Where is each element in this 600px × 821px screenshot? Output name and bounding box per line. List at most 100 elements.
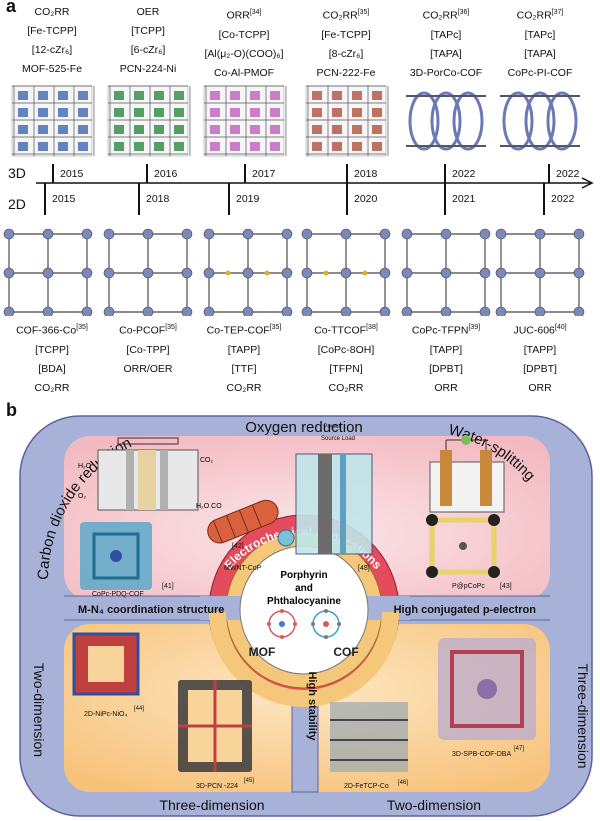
label-3d: 3D bbox=[8, 165, 26, 181]
bottom-label-5: CoPc-TFPN[39][TAPP][DPBT]ORR bbox=[398, 318, 494, 398]
label-two-dimension-left: Two-dimension bbox=[31, 663, 47, 757]
bottom-label-line: [DPBT] bbox=[523, 362, 557, 375]
mof-structure-2 bbox=[107, 85, 191, 157]
top-label-line: [6-cZr₆] bbox=[130, 44, 166, 56]
label-ref48: [48] bbox=[358, 565, 370, 572]
bottom-label-1: COF-366-Co[35][TCPP][BDA]CO₂RR bbox=[4, 318, 100, 398]
bottom-label-line: [TAPP] bbox=[429, 343, 463, 356]
reference-marker: [35] bbox=[165, 324, 177, 331]
top-label-line: [Fe-TCPP] bbox=[27, 25, 77, 37]
bottom-label-line: ORR bbox=[528, 381, 552, 394]
top-label-line: [TAPc] bbox=[524, 28, 556, 41]
top-label-line: 3D-PorCo-COF bbox=[409, 66, 483, 79]
label-porphyrin: Porphyrin bbox=[280, 570, 327, 581]
top-label-3: ORR[34][Co-TCPP][Al(μ₂-O)(COO)₆]Co-Al-PM… bbox=[196, 3, 292, 83]
bottom-label-line: [Co-TPP] bbox=[126, 343, 170, 356]
label-p-pcopc: P@pCoPc bbox=[452, 583, 485, 590]
label-o2: O₂ bbox=[78, 493, 86, 500]
spb-cof-dba-structure bbox=[438, 638, 536, 740]
top-label-line: [12-cZr₆] bbox=[31, 44, 73, 56]
label-three-dimension-right: Three-dimension bbox=[575, 663, 591, 768]
mof-structure-3 bbox=[203, 85, 287, 157]
top-label-line: PCN-224-Ni bbox=[119, 63, 177, 75]
year-2d: 2015 bbox=[52, 193, 76, 205]
timeline-tick-3d bbox=[146, 164, 148, 183]
top-row-structures bbox=[11, 85, 580, 157]
year-2d: 2018 bbox=[146, 193, 170, 205]
bottom-label-6: JUC-606[40][TAPP][DPBT]ORR bbox=[492, 318, 588, 398]
fetcp-co-structure bbox=[330, 702, 408, 772]
reference-marker: [34] bbox=[249, 9, 262, 16]
fuel-cell-illustration bbox=[277, 453, 373, 555]
label-mof: MOF bbox=[249, 645, 276, 659]
cof-structure-3 bbox=[203, 228, 293, 316]
top-label-4: CO₂RR[35][Fe-TCPP][8-cZr₆]PCN-222-Fe bbox=[298, 3, 394, 83]
bottom-label-line: [DPBT] bbox=[429, 362, 463, 375]
label-ref43: [43] bbox=[500, 583, 512, 590]
top-label-line: [8-cZr₆] bbox=[328, 47, 364, 60]
reference-marker: [37] bbox=[551, 9, 564, 16]
mof-structure-5 bbox=[406, 91, 486, 151]
label-copc-pdq-cof: CoPc-PDQ-COF bbox=[92, 591, 144, 598]
year-2d: 2020 bbox=[354, 193, 378, 205]
label-ref47: [47] bbox=[514, 746, 524, 752]
label-high-stability: High stability bbox=[306, 671, 318, 741]
label-h2o: H₂O bbox=[78, 463, 92, 470]
label-ref42: [42] bbox=[232, 543, 244, 550]
copc-pdq-cof-structure bbox=[80, 522, 152, 590]
bottom-row-structures bbox=[3, 228, 585, 316]
porphyrin-molecule-icon bbox=[267, 609, 297, 639]
year-3d: 2022 bbox=[452, 168, 476, 180]
top-label-line: CO₂RR bbox=[34, 6, 70, 18]
year-3d: 2018 bbox=[354, 168, 378, 180]
bottom-label-line: [TAPP] bbox=[523, 343, 557, 356]
label-three-dimension-bottom: Three-dimension bbox=[159, 797, 264, 813]
bottom-label-line: COF-366-Co[35] bbox=[16, 324, 88, 337]
pcn-224-structure bbox=[178, 680, 252, 772]
mof-structure-4 bbox=[305, 85, 389, 157]
year-3d: 2017 bbox=[252, 168, 276, 180]
label-mwnt-cop: MWNT-CoP bbox=[224, 565, 262, 572]
label-mn4: M-N₄ coordination structure bbox=[78, 604, 224, 616]
label-ref45: [45] bbox=[244, 778, 254, 784]
year-2d: 2019 bbox=[236, 193, 260, 205]
label-power: Power bbox=[323, 424, 340, 430]
year-3d: 2016 bbox=[154, 168, 178, 180]
top-label-line: [Fe-TCPP] bbox=[321, 28, 371, 41]
top-label-line: CO₂RR[37] bbox=[516, 9, 564, 22]
bottom-label-line: [CoPc-8OH] bbox=[317, 343, 375, 356]
electrolyzer-illustration: H₂O CO₂ O₂ H₂O CO bbox=[78, 437, 222, 511]
timeline-tick-3d bbox=[444, 164, 446, 183]
reference-marker: [39] bbox=[468, 324, 481, 331]
label-ref46: [46] bbox=[398, 780, 408, 786]
bottom-label-line: CO₂RR bbox=[34, 381, 70, 394]
cof-structure-1 bbox=[3, 228, 93, 316]
mof-structure-1 bbox=[11, 85, 95, 157]
reference-marker: [35] bbox=[269, 324, 282, 331]
label-and: and bbox=[295, 583, 313, 594]
top-label-6: CO₂RR[37][TAPc][TAPA]CoPc-PI-COF bbox=[492, 3, 588, 83]
timeline-tick-2d bbox=[138, 183, 140, 215]
label-ref44: [44] bbox=[134, 706, 144, 712]
bottom-label-line: ORR/OER bbox=[123, 362, 173, 375]
year-3d: 2022 bbox=[556, 168, 580, 180]
panel-b-diagram: Carbon dioxide reduction Oxygen reductio… bbox=[19, 415, 593, 817]
reference-marker: [35] bbox=[76, 324, 88, 331]
bottom-label-line: [TCPP] bbox=[35, 343, 69, 356]
label-cof: COF bbox=[333, 645, 358, 659]
panel-a-letter: a bbox=[6, 0, 17, 16]
top-label-line: [TAPA] bbox=[524, 47, 556, 60]
bottom-label-3: Co-TEP-COF[35][TAPP][TTF]CO₂RR bbox=[196, 318, 292, 398]
bottom-label-line: [TAPP] bbox=[227, 343, 261, 356]
label-source-load: Source Load bbox=[321, 436, 355, 442]
nipc-nio4-structure bbox=[72, 632, 140, 696]
top-label-line: [TCPP] bbox=[131, 25, 165, 37]
bottom-label-line: Co-TTCOF[38] bbox=[314, 324, 378, 337]
top-label-line: MOF-525-Fe bbox=[21, 63, 83, 75]
top-label-line: Co-Al-PMOF bbox=[213, 66, 275, 79]
bottom-label-line: CO₂RR bbox=[328, 381, 364, 394]
cof-structure-4 bbox=[301, 228, 391, 316]
timeline-tick-3d bbox=[244, 164, 246, 183]
label-fetcp-co: 2D-FeTCP-Co bbox=[344, 783, 389, 790]
year-2d: 2022 bbox=[551, 193, 575, 205]
